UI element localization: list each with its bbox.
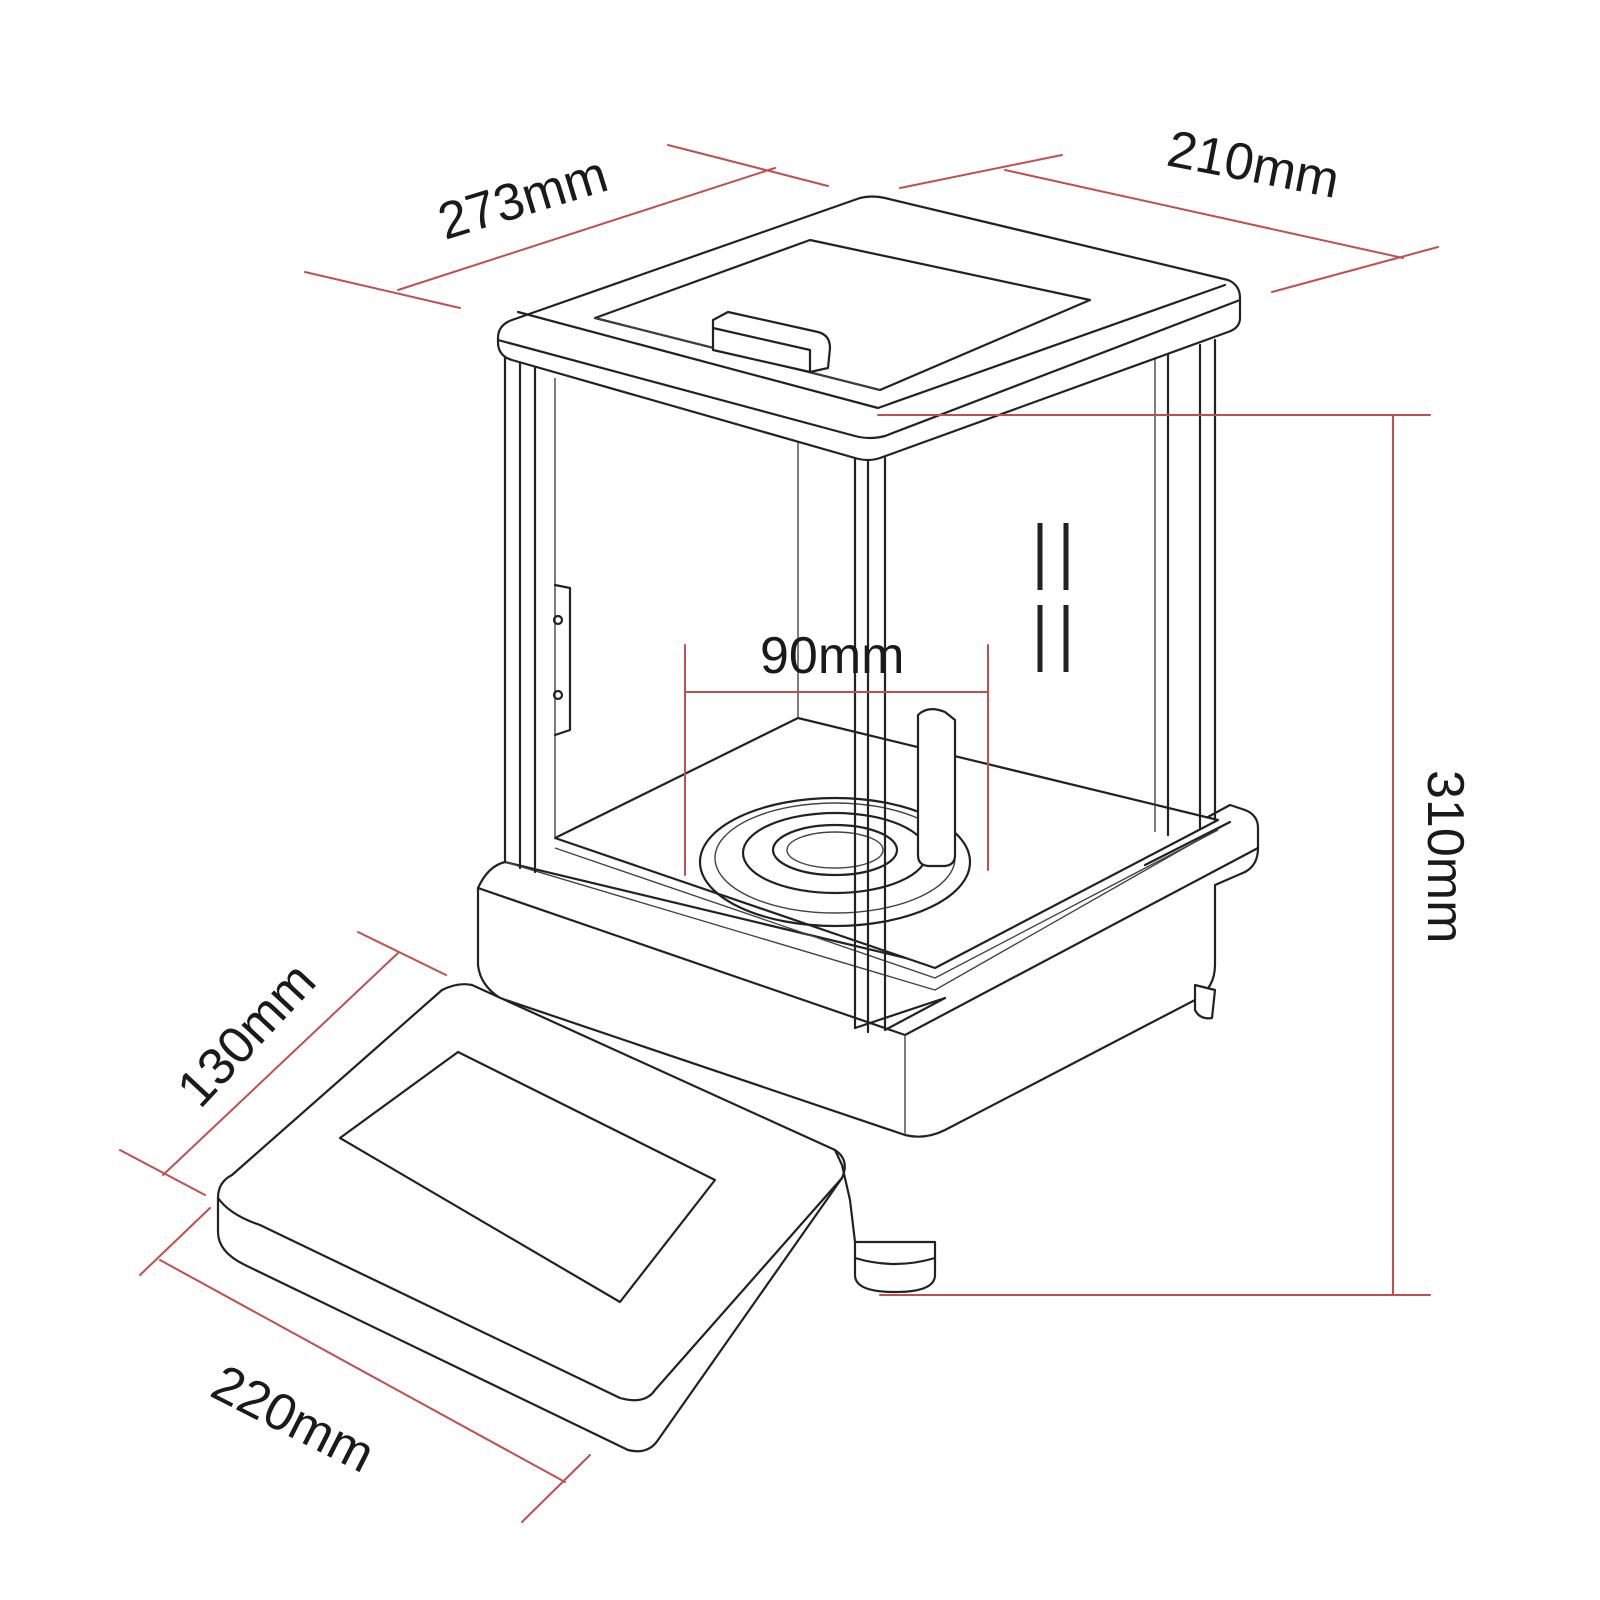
dim-210-label: 210mm <box>1163 120 1344 210</box>
display-panel <box>216 983 846 1453</box>
dim-273-line <box>304 144 829 309</box>
left-door <box>503 353 537 874</box>
dim-220-line <box>139 1207 591 1523</box>
display-screen <box>338 1050 717 1304</box>
dim-310-line <box>877 414 1431 1296</box>
front-post <box>853 453 947 1034</box>
dim-273-label: 273mm <box>432 145 615 251</box>
dim-310-label: 310mm <box>1416 770 1474 943</box>
inner-handle <box>916 708 957 868</box>
foot-right <box>1193 983 1217 1020</box>
dimension-lines <box>119 144 1439 1523</box>
dim-130-label: 130mm <box>166 952 327 1118</box>
dim-90-label: 90mm <box>760 627 904 685</box>
dim-210-line <box>899 154 1439 293</box>
foot-front <box>853 1240 937 1294</box>
right-door <box>1166 338 1217 837</box>
door-handle-slots <box>1037 523 1069 672</box>
balance-body <box>216 195 1260 1453</box>
top-cover <box>496 195 1242 462</box>
dim-130-line <box>119 931 447 1196</box>
dim-220-label: 220mm <box>203 1354 384 1484</box>
dim-90-line <box>684 644 989 876</box>
